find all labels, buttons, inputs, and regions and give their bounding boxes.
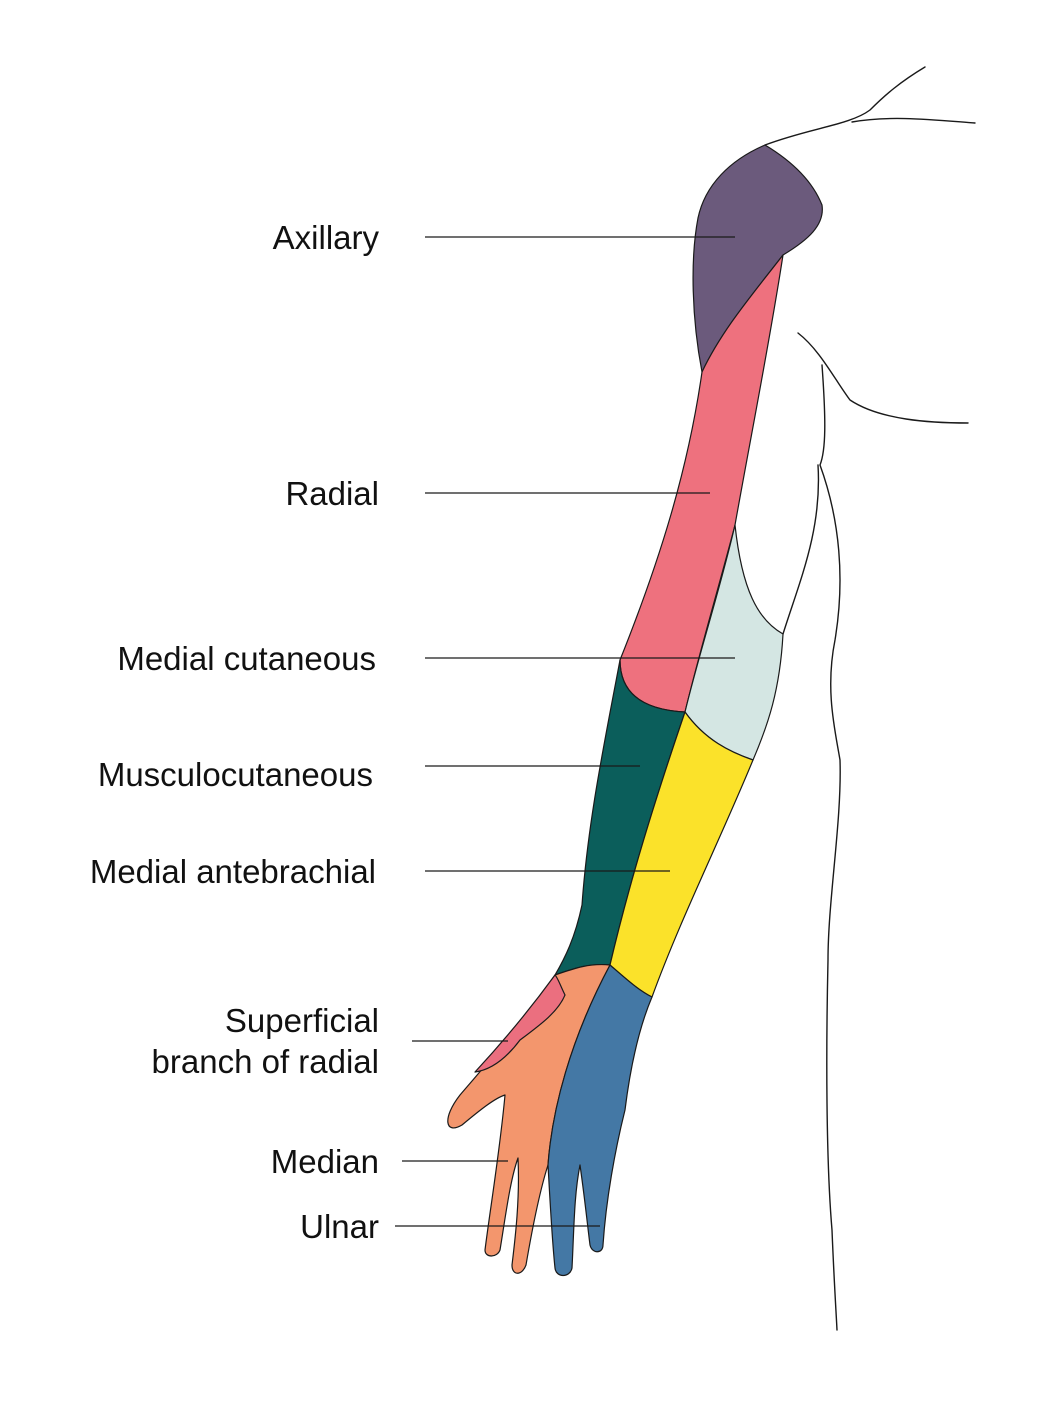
labels: Axillary Radial Medial cutaneous Musculo… — [90, 219, 380, 1245]
label-superficial-branch-line1: Superficial — [225, 1002, 379, 1039]
label-ulnar: Ulnar — [300, 1208, 379, 1245]
region-superficial-branch-of-radial — [474, 974, 566, 1073]
label-medial-antebrachial: Medial antebrachial — [90, 853, 376, 890]
chest-line — [797, 332, 969, 424]
label-radial: Radial — [285, 475, 379, 512]
region-ulnar — [547, 964, 653, 1277]
label-axillary: Axillary — [273, 219, 380, 256]
neck-shoulder-line — [764, 66, 926, 146]
torso-side-line — [819, 364, 841, 1331]
upper-arm-inner-line — [782, 464, 820, 635]
clavicle-line — [851, 117, 976, 124]
nerve-regions — [447, 144, 823, 1277]
body-outline — [764, 66, 976, 1331]
label-musculocutaneous: Musculocutaneous — [98, 756, 373, 793]
region-radial — [619, 254, 784, 713]
label-median: Median — [271, 1143, 379, 1180]
leader-lines — [395, 236, 735, 1227]
label-superficial-branch-line2: branch of radial — [152, 1043, 379, 1080]
label-medial-cutaneous: Medial cutaneous — [117, 640, 376, 677]
